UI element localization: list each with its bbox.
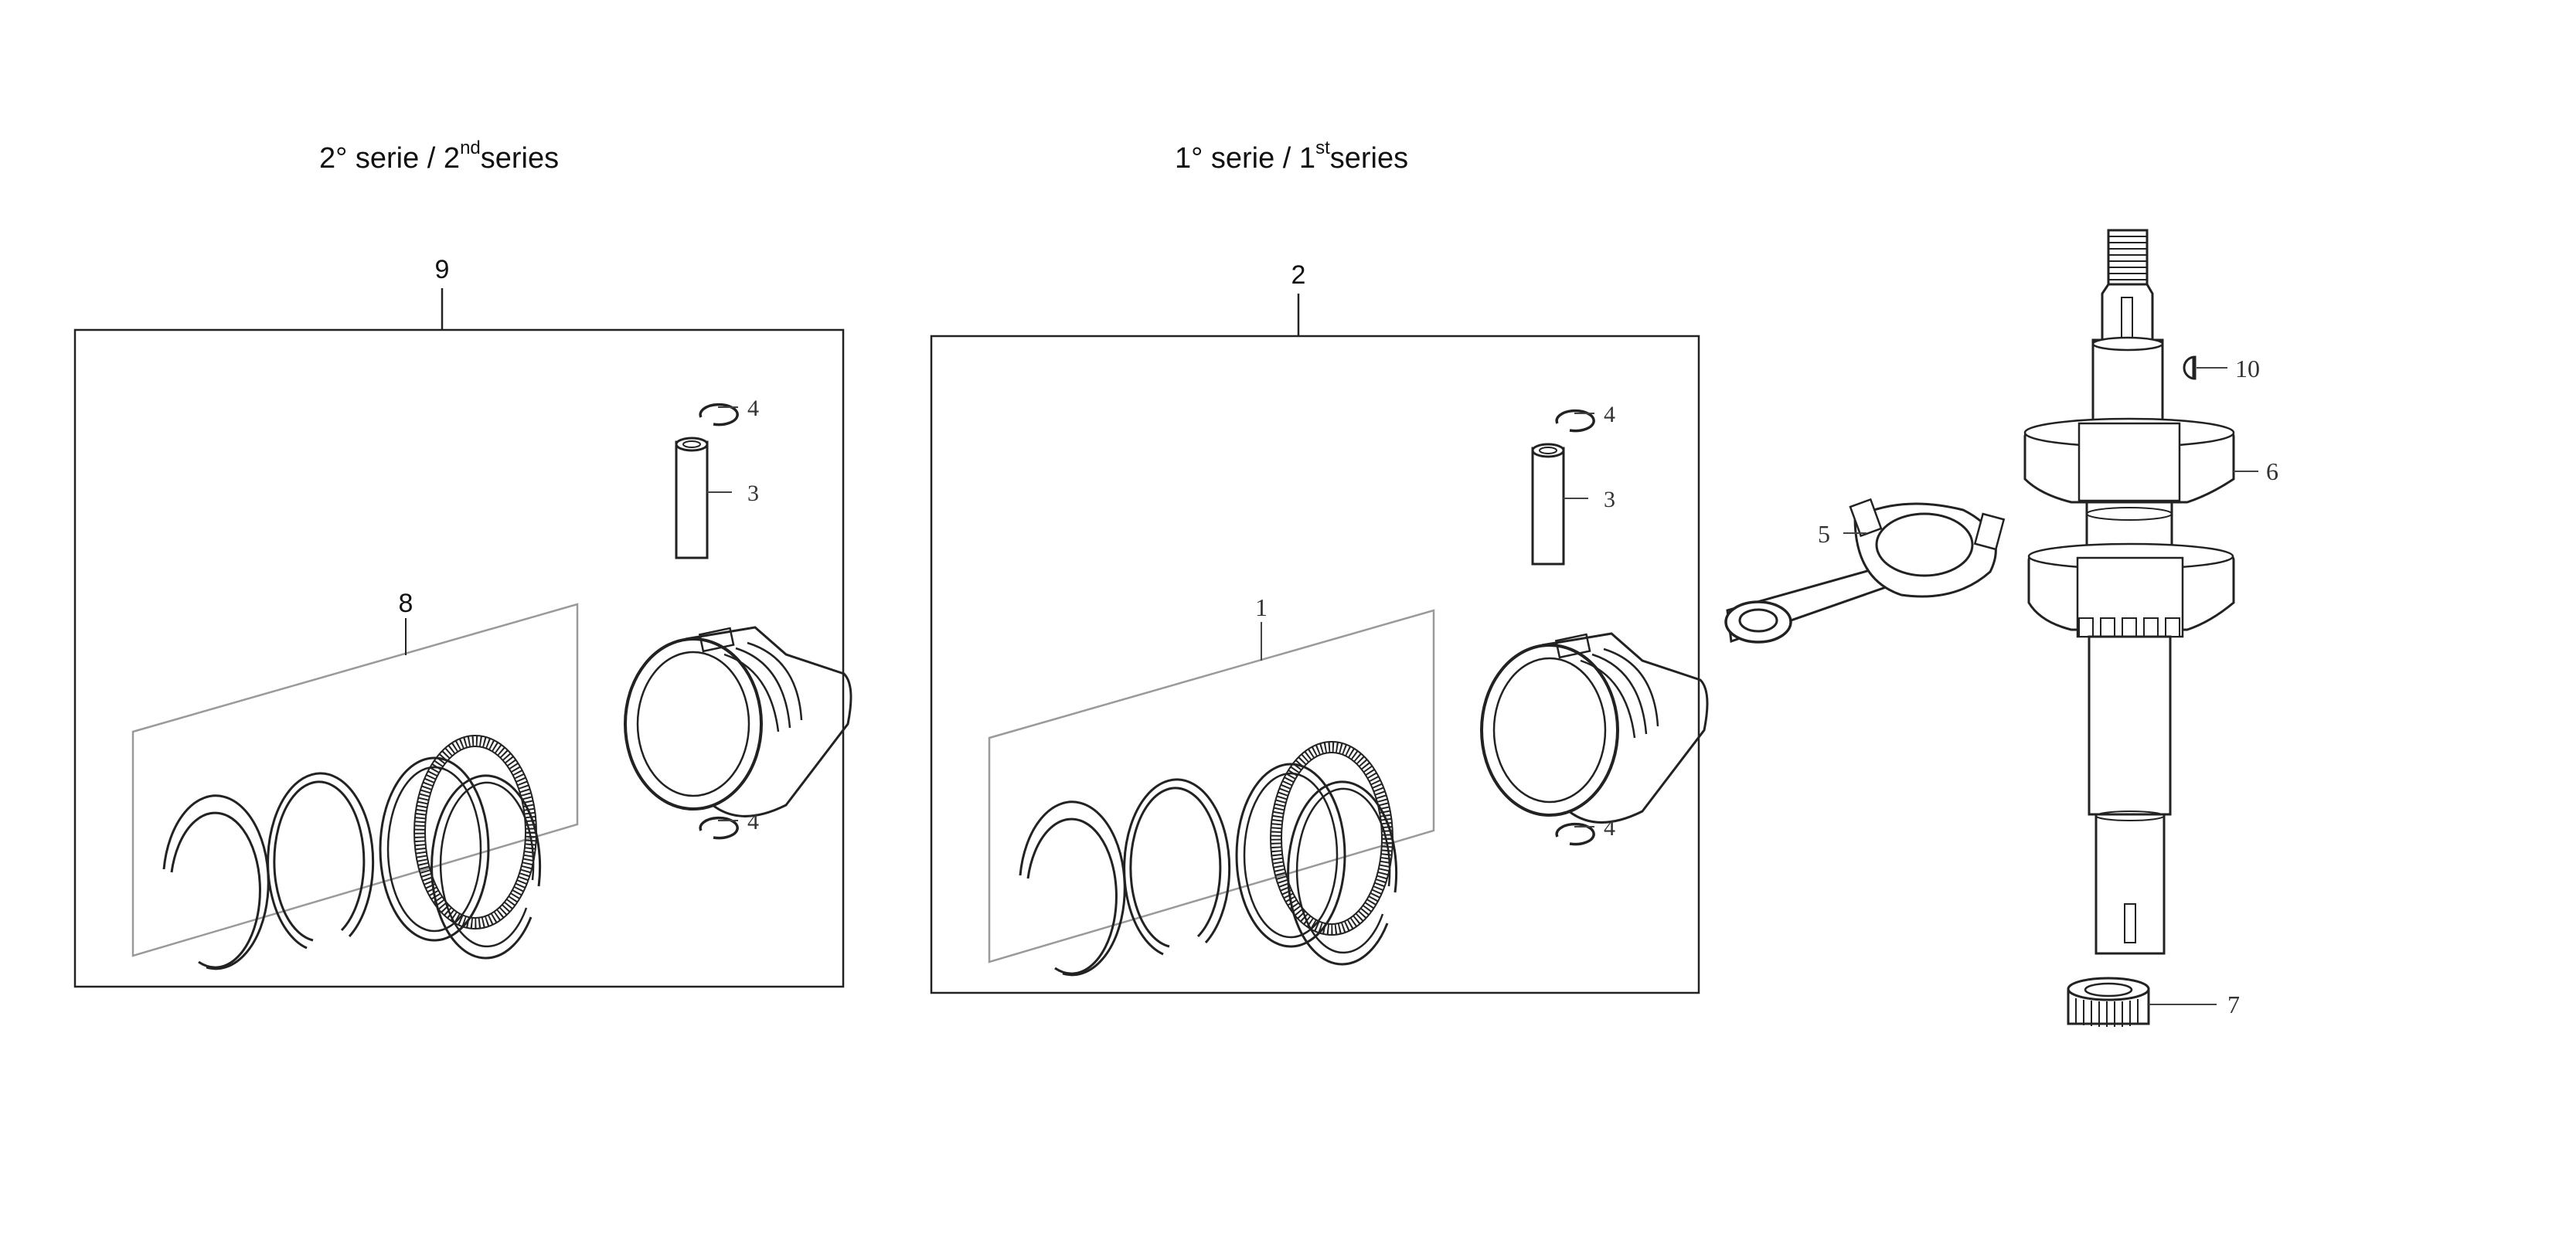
callout-piston-pin-first: 3 — [1604, 487, 1615, 512]
connecting-rod: 5 — [1724, 498, 2006, 644]
kit-second-series: 9 8 4 3 4 — [73, 255, 851, 988]
callout-rings-second-series: 8 — [399, 589, 413, 618]
heading-first-series: 1° serie / 1stseries — [1175, 138, 1409, 175]
crankshaft: 6 — [2023, 229, 2278, 955]
callout-kit-second-series: 9 — [435, 255, 450, 284]
timing-gear: 7 — [2067, 977, 2240, 1027]
kit-first-series: 2 1 4 3 4 — [930, 260, 1707, 994]
callout-timing-gear: 7 — [2227, 991, 2240, 1018]
callout-connecting-rod: 5 — [1818, 520, 1830, 548]
woodruff-key: 10 — [2183, 355, 2260, 382]
callout-rings-first-series: 1 — [1255, 593, 1268, 621]
piston-assembly-first-series — [989, 411, 1707, 975]
callout-kit-first-series: 2 — [1291, 260, 1306, 290]
heading-second-series: 2° serie / 2ndseries — [319, 138, 560, 175]
callout-crankshaft: 6 — [2266, 457, 2278, 485]
callout-piston-pin: 3 — [747, 481, 759, 506]
callout-circlip-lower: 4 — [747, 809, 759, 834]
piston-assembly-second-series — [133, 405, 851, 969]
callout-key: 10 — [2235, 355, 2260, 382]
callout-circlip-lower-first: 4 — [1604, 815, 1615, 841]
callout-circlip-upper-first: 4 — [1604, 402, 1615, 427]
callout-circlip-upper: 4 — [747, 396, 759, 421]
